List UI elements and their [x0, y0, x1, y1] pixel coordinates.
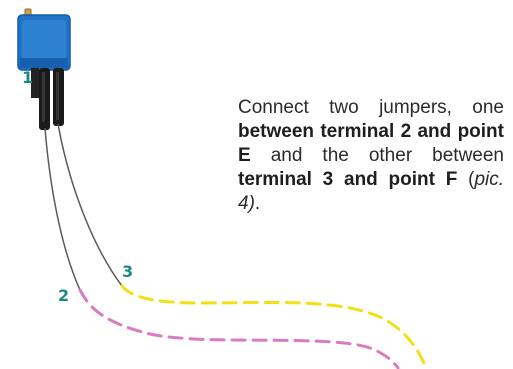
instruction-bold-terminal-3: terminal 3 and point F [238, 169, 458, 190]
instruction-text-2: and the other between [250, 145, 504, 166]
instruction-text-3: ( [457, 169, 475, 190]
jumper-to-point-e [78, 288, 400, 369]
instruction-text: Connect two jumpers, one between termina… [238, 96, 504, 216]
pin-1 [31, 68, 39, 98]
terminal-label-3: 3 [122, 262, 133, 281]
terminal-label-2: 2 [58, 286, 69, 305]
instruction-bold-terminal-2: between terminal 2 and point E [238, 121, 504, 166]
instruction-text-4: . [254, 193, 261, 214]
jumper-to-point-f [120, 284, 428, 369]
terminal-label-1: 1 [22, 68, 33, 87]
wire-terminal-3 [57, 123, 123, 287]
wire-terminal-2 [44, 127, 81, 291]
instruction-pic-reference: pic. 4) [238, 169, 505, 214]
instruction-text-1: Connect two jumpers, one [238, 97, 504, 118]
potentiometer-body [17, 14, 71, 71]
